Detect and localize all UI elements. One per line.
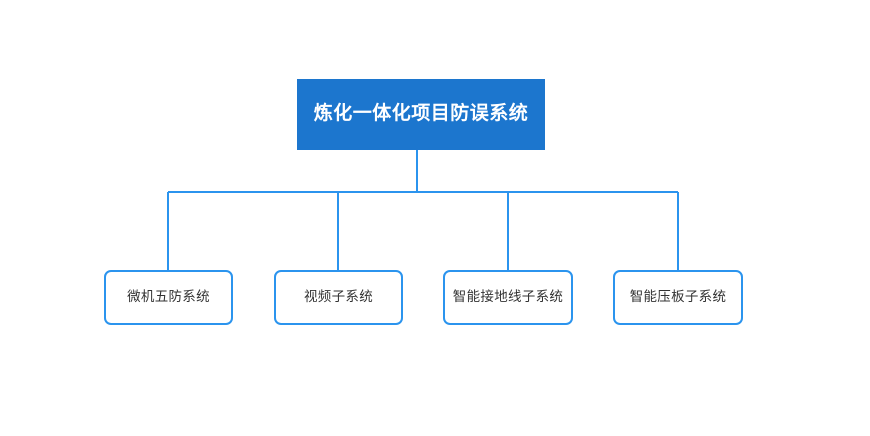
node-root[interactable]: 炼化一体化项目防误系统: [297, 79, 545, 150]
node-root-label: 炼化一体化项目防误系统: [313, 103, 529, 125]
node-child-label: 视频子系统: [304, 289, 373, 305]
node-child-zhineng-jiedixian[interactable]: 智能接地线子系统: [443, 270, 573, 325]
node-child-label: 微机五防系统: [127, 289, 210, 305]
node-child-label: 智能压板子系统: [629, 289, 727, 305]
node-child-zhineng-yaban[interactable]: 智能压板子系统: [613, 270, 743, 325]
node-child-weiji-wufang[interactable]: 微机五防系统: [104, 270, 233, 325]
node-child-shipin[interactable]: 视频子系统: [274, 270, 403, 325]
node-child-label: 智能接地线子系统: [452, 289, 564, 305]
